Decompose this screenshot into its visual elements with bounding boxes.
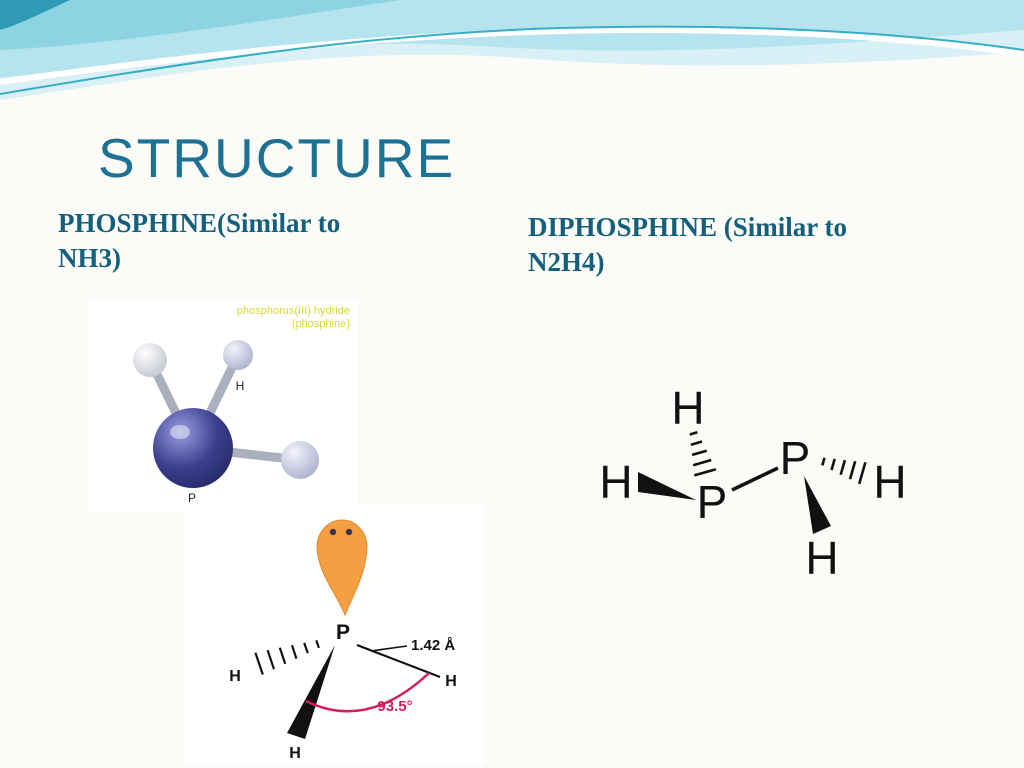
p-p-bond [731,466,779,492]
right-column-heading: DIPHOSPHINE (Similar to N2H4) [528,210,948,280]
diphosphine-h-top-label: H [671,382,704,434]
hashed-wedge-bond [821,457,867,485]
bond-length-label: 1.42 Å [411,637,455,654]
model-h-label: H [236,379,245,393]
diphosphine-h-right-label: H [873,456,906,508]
sphere-highlight [170,425,190,439]
hashed-wedge-bond [689,431,717,477]
right-heading-line1: DIPHOSPHINE (Similar to [528,212,848,242]
solid-wedge-bond [804,476,831,534]
solid-wedge-bond [638,472,696,500]
left-heading-line1: PHOSPHINE(Similar to [58,208,341,238]
lone-pair-electron-dot [329,528,337,536]
slide-title: STRUCTURE [98,127,456,189]
lone-pair-electron-dot [345,528,353,536]
phosphine-ball-stick-figure: phosphorus(III) hydride (phosphine) H P [88,300,358,512]
diphosphine-h-left-label: H [599,456,632,508]
h-atom-sphere [133,343,167,377]
left-heading-line2: NH3) [58,243,121,274]
diphosphine-structure-figure: H H P P H H [599,382,906,584]
bond-angle-label: 93.5° [377,698,412,715]
bond-angle-arc [305,672,430,713]
h-atom-sphere [223,340,253,370]
bond-length-leader-line [370,645,408,652]
plain-bond [356,643,441,679]
hashed-wedge-bond [254,639,320,675]
diphosphine-p-right-label: P [780,432,811,484]
top-wave-decoration [0,0,1024,100]
right-heading-line2: N2H4) [528,247,605,278]
left-column-heading: PHOSPHINE(Similar to NH3) [58,206,438,276]
model-p-label: P [188,491,196,505]
model-caption-line1: phosphorus(III) hydride [237,305,350,317]
geometry-h-bottom-label: H [289,745,301,762]
lone-pair-orbital [316,519,368,617]
diphosphine-p-left-label: P [697,476,728,528]
h-atom-sphere [281,441,319,479]
geometry-h-left-label: H [229,668,241,685]
geometry-p-label: P [336,621,350,644]
geometry-h-right-label: H [445,673,457,690]
model-image-background [88,300,358,512]
diphosphine-h-bottom-label: H [805,532,838,584]
solid-wedge-bond [287,645,335,739]
p-atom-sphere [153,408,233,488]
model-caption-line2: (phosphine) [292,318,350,330]
phosphine-geometry-figure: P H H H 1.42 Å 93.5° [185,505,485,765]
